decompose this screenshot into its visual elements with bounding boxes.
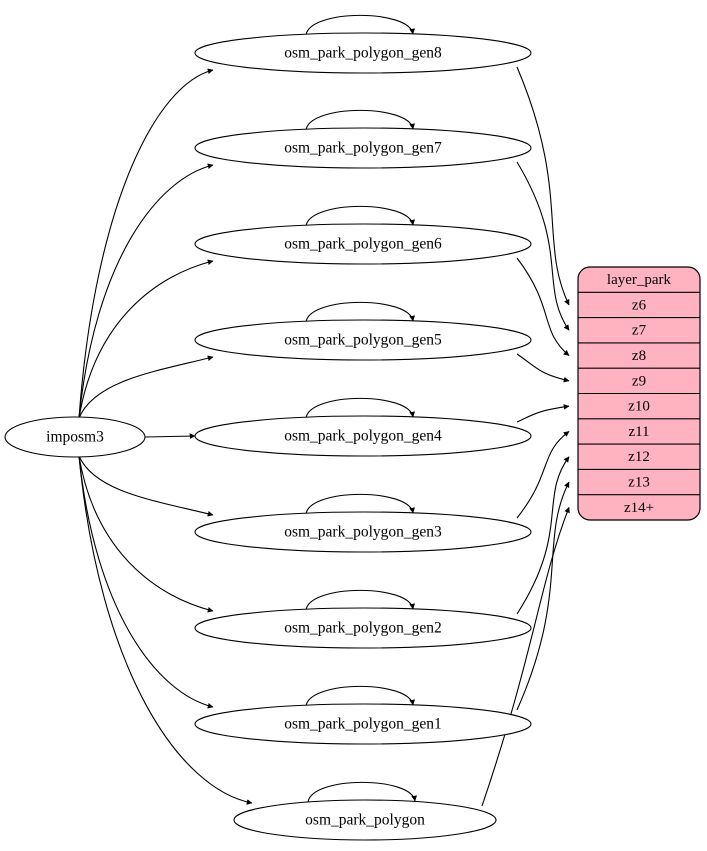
- table-cell-label-z7: z7: [632, 323, 647, 339]
- node-shape: [233, 799, 497, 841]
- table-border: [577, 266, 701, 521]
- node-gen7[interactable]: osm_park_polygon_gen7: [194, 127, 532, 169]
- node-shape: [194, 32, 532, 74]
- table-cell-label-z11: z11: [628, 424, 649, 440]
- node-gen1[interactable]: osm_park_polygon_gen1: [194, 703, 532, 745]
- node-gen5[interactable]: osm_park_polygon_gen5: [194, 319, 532, 361]
- edge-imposm3-to-gen2: [78, 455, 214, 613]
- node-gen4[interactable]: osm_park_polygon_gen4: [194, 415, 532, 457]
- node-label: osm_park_polygon_gen6: [284, 236, 442, 253]
- edges-to-layer-park: [481, 66, 570, 807]
- node-shape: [194, 607, 532, 649]
- node-shape: [194, 223, 532, 265]
- node-label: osm_park_polygon_gen8: [284, 45, 442, 62]
- edges-from-imposm3: [78, 68, 253, 805]
- node-shape: [4, 416, 146, 458]
- table-header: layer_park: [607, 272, 672, 288]
- node-label: osm_park_polygon_gen7: [284, 140, 442, 157]
- table-header-label: layer_park: [607, 272, 672, 288]
- self-loop-gen4: [305, 397, 415, 419]
- self-loop-base: [307, 781, 417, 803]
- table-cell-label-z10: z10: [628, 399, 650, 415]
- table-row-z12[interactable]: z12: [578, 444, 700, 469]
- node-label: osm_park_polygon: [305, 812, 425, 829]
- edge-imposm3-to-gen8: [78, 68, 214, 419]
- edge-imposm3-to-gen1: [78, 455, 214, 709]
- node-label: osm_park_polygon_gen4: [284, 428, 442, 445]
- node-label: osm_park_polygon_gen5: [284, 332, 442, 349]
- table-cell-label-z12: z12: [628, 449, 650, 465]
- node-label: imposm3: [46, 429, 104, 446]
- node-gen2[interactable]: osm_park_polygon_gen2: [194, 607, 532, 649]
- edge-gen8-to-z6: [516, 66, 570, 306]
- table-row-z14+[interactable]: z14+: [578, 495, 700, 520]
- table-cell-label-z13: z13: [628, 474, 650, 490]
- table-cell-label-z9: z9: [632, 373, 646, 389]
- node-shape: [194, 319, 532, 361]
- node-gen3[interactable]: osm_park_polygon_gen3: [194, 511, 532, 553]
- node-base[interactable]: osm_park_polygon: [233, 799, 497, 841]
- edge-imposm3-to-gen7: [78, 163, 214, 419]
- edge-gen3-to-z11: [516, 431, 570, 519]
- edge-imposm3-to-gen5: [78, 355, 214, 419]
- node-gen6[interactable]: osm_park_polygon_gen6: [194, 223, 532, 265]
- table-cell-label-z14+: z14+: [624, 500, 654, 516]
- table-row-z10[interactable]: z10: [578, 394, 700, 419]
- node-shape: [194, 127, 532, 169]
- node-imposm3[interactable]: imposm3: [4, 416, 146, 458]
- node-shape: [194, 511, 532, 553]
- self-loop-gen8: [305, 14, 415, 36]
- edge-imposm3-to-gen3: [78, 455, 214, 517]
- node-label: osm_park_polygon_gen1: [284, 716, 442, 733]
- node-shape: [194, 703, 532, 745]
- graph-nodes: imposm3 osm_park_polygon_gen8 osm_park_pol…: [4, 32, 532, 841]
- self-loop-gen1: [305, 685, 415, 707]
- table-cell-label-z6: z6: [632, 297, 647, 313]
- edge-imposm3-to-gen6: [78, 259, 214, 419]
- edge-base-to-z14+: [481, 506, 570, 807]
- edge-gen6-to-z8: [516, 257, 570, 356]
- edge-imposm3-to-gen4: [144, 433, 196, 439]
- node-label: osm_park_polygon_gen2: [284, 620, 442, 637]
- table-row-z7[interactable]: z7: [578, 318, 700, 343]
- layer-park-table[interactable]: layer_park z6 z7 z8 z9 z10 z11 z12 z13 z14+: [577, 266, 701, 521]
- node-gen8[interactable]: osm_park_polygon_gen8: [194, 32, 532, 74]
- edge-imposm3-to-base: [78, 455, 253, 805]
- self-loop-gen6: [305, 205, 415, 227]
- edge-gen1-to-z13: [516, 481, 570, 711]
- node-shape: [194, 415, 532, 457]
- edge-gen4-to-z10: [516, 404, 570, 423]
- self-loop-gen3: [305, 493, 415, 515]
- self-loop-gen5: [305, 301, 415, 323]
- self-loop-gen2: [305, 589, 415, 611]
- self-loop-gen7: [305, 109, 415, 131]
- edge-gen5-to-z9: [516, 353, 570, 383]
- edge-gen7-to-z7: [516, 161, 570, 331]
- table-row-z8[interactable]: z8: [578, 343, 700, 368]
- table-row-z13[interactable]: z13: [578, 469, 700, 494]
- edge-gen2-to-z12: [516, 456, 570, 615]
- self-loop-edges: [305, 14, 417, 803]
- node-label: osm_park_polygon_gen3: [284, 524, 442, 541]
- table-row-z6[interactable]: z6: [578, 292, 700, 317]
- table-row-z9[interactable]: z9: [578, 368, 700, 393]
- table-row-z11[interactable]: z11: [578, 419, 700, 444]
- table-cell-label-z8: z8: [632, 348, 646, 364]
